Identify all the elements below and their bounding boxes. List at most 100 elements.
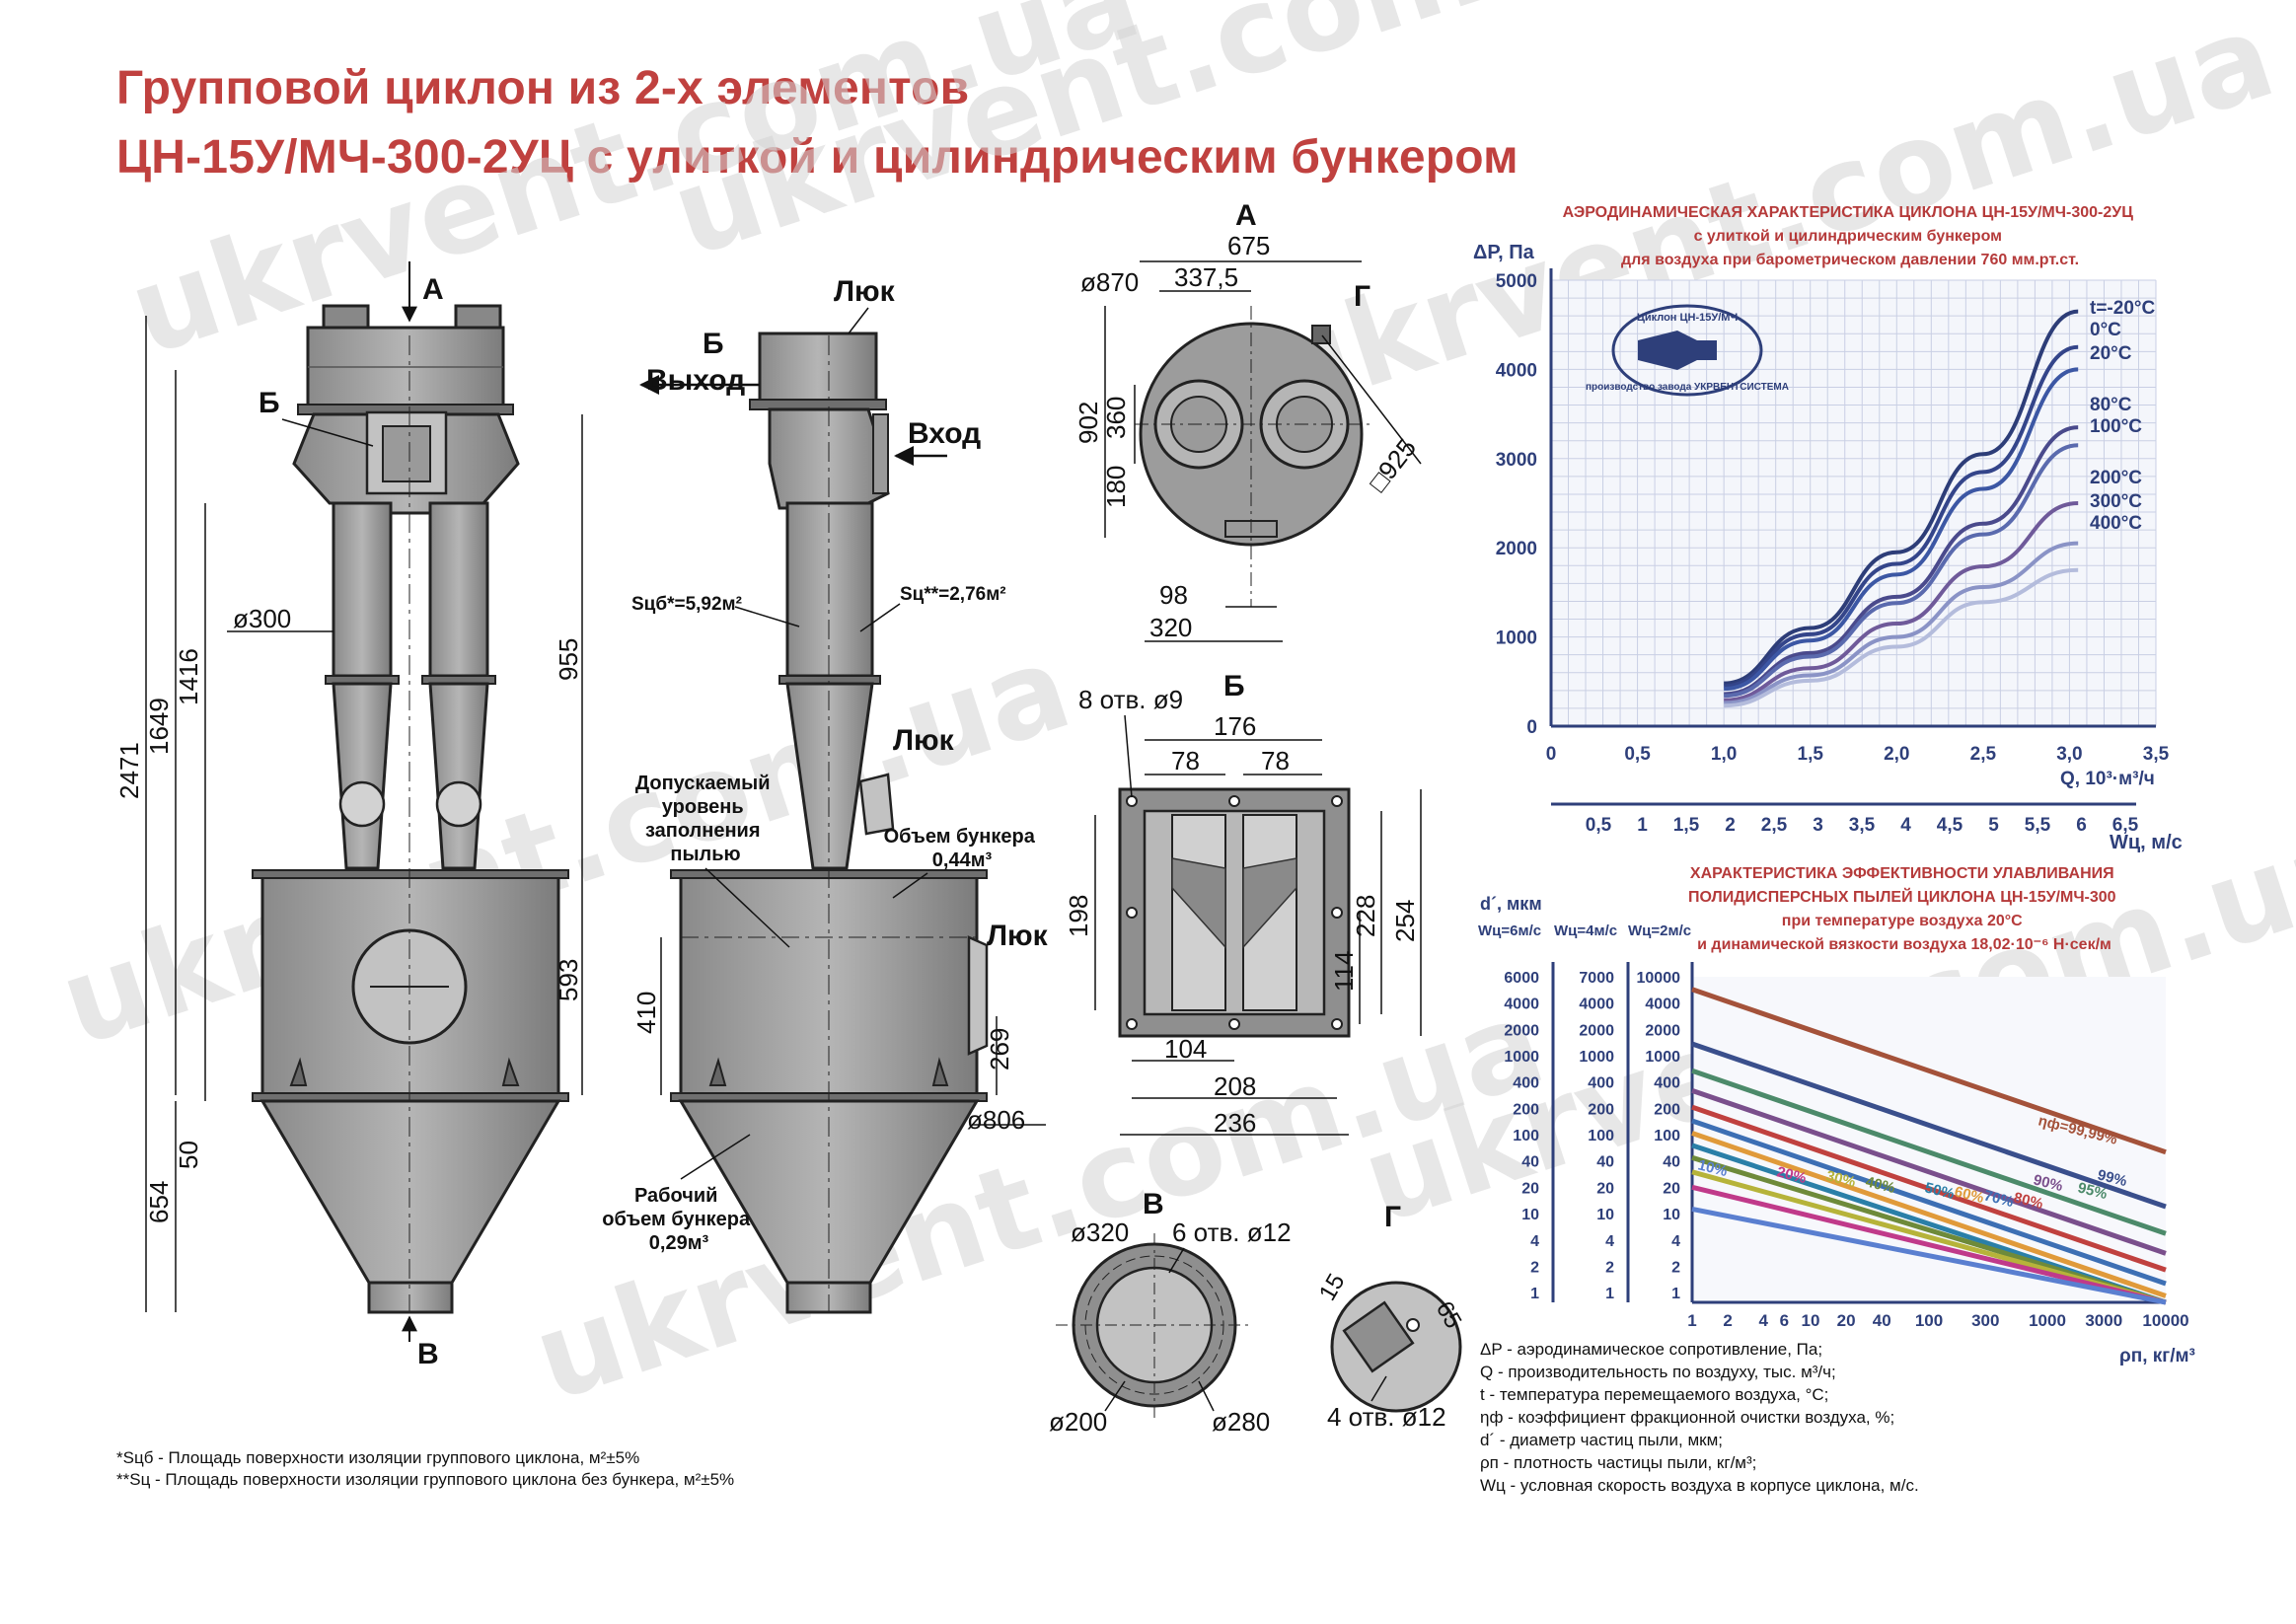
dim-654: 654: [144, 1181, 174, 1223]
eff-y-tick-label: 20: [1663, 1180, 1680, 1197]
aero-x-tick-label: 3,0: [2056, 744, 2082, 765]
eff-y-tick-label: 100: [1513, 1128, 1539, 1144]
eff-eta-label: 40%: [1864, 1173, 1896, 1197]
eff-x-tick-label: 20: [1837, 1311, 1856, 1330]
view-a-marker: А: [422, 273, 444, 306]
legend-line: ρп - плотность частицы пыли, кг/м³;: [1480, 1453, 1756, 1472]
work-volume-label: Рабочий объем бункера 0,29м³: [602, 1185, 755, 1254]
dim-198: 198: [1064, 895, 1093, 937]
aero-y-tick-label: 3000: [1496, 450, 1537, 471]
eff-x-tick-label: 6: [1780, 1311, 1789, 1330]
eff-title: ХАРАКТЕРИСТИКА ЭФФЕКТИВНОСТИ УЛАВЛИВАНИЯ…: [1688, 865, 2120, 953]
eff-eta-label: 50%: [1923, 1179, 1956, 1203]
eff-eta-label: 70%: [1982, 1187, 2015, 1211]
dim-208: 208: [1214, 1071, 1256, 1101]
aero-x-tick-label: 0,5: [1624, 744, 1651, 765]
dim-228: 228: [1351, 895, 1380, 937]
page-title-line-1: Групповой циклон из 2-х элементов: [116, 62, 970, 114]
hopper-volume-label: Объем бункера 0,44м³: [884, 826, 1041, 871]
aero-x-tick-label: 1,0: [1711, 744, 1737, 765]
eff-w4: Wц=4м/с: [1554, 923, 1617, 939]
aero-x2-tick-label: 6: [2076, 815, 2087, 836]
side-b-marker: Б: [703, 328, 724, 360]
view-v-marker: В: [417, 1338, 439, 1370]
eff-y-tick-label: 20: [1596, 1180, 1614, 1197]
eff-x-tick-label: 1: [1687, 1311, 1696, 1330]
dim-d320-v: ø320: [1071, 1218, 1129, 1247]
aero-series-label: 300°С: [2090, 491, 2142, 512]
eff-y-tick-label: 10: [1521, 1207, 1539, 1223]
symbol-legend: ΔP - аэродинамическое сопротивление, Па;…: [1480, 1340, 1919, 1495]
eff-y-tick-label: 400: [1654, 1075, 1680, 1092]
eff-y-tick-label: 4000: [1504, 997, 1539, 1013]
aero-y-tick-label: 0: [1526, 717, 1537, 738]
aero-x-tick-label: 2,5: [1970, 744, 1997, 765]
eff-line: [1691, 1184, 2167, 1305]
eff-line: [1691, 1131, 2167, 1298]
dim-d280: ø280: [1212, 1407, 1270, 1437]
eff-eta-label: 80%: [2012, 1189, 2044, 1213]
hatch-label-cone: Люк: [893, 724, 955, 757]
legend-line: t - температура перемещаемого воздуха, °…: [1480, 1385, 1828, 1404]
eff-y-tick-label: 40: [1596, 1154, 1614, 1171]
dim-d300: ø300: [233, 604, 291, 633]
view-a-title: А: [1235, 199, 1257, 232]
view-g-marker: Г: [1354, 280, 1370, 313]
dim-675: 675: [1227, 231, 1270, 260]
aero-curve: [1724, 443, 2079, 699]
dim-2471: 2471: [114, 742, 144, 799]
holes-label-b: 8 отв. ø9: [1078, 685, 1183, 714]
eff-y-tick-label: 40: [1663, 1154, 1680, 1171]
dim-114: 114: [1329, 951, 1359, 992]
aero-x-tick-label: 0: [1546, 744, 1557, 765]
eff-y-tick-label: 4: [1530, 1233, 1539, 1250]
eff-y-tick-label: 200: [1588, 1101, 1614, 1118]
eff-y-tick-label: 4: [1605, 1233, 1614, 1250]
eff-x-tick-label: 1000: [2029, 1311, 2066, 1330]
eff-x-tick-label: 300: [1971, 1311, 1999, 1330]
side-view: Б Выход Вход Люк Люк Люк Sцб*=5,92м² Sц*…: [602, 275, 1049, 1314]
front-view: А В Б ø300 2471 1649 1416 955 593 50 654: [114, 261, 583, 1370]
eff-y-tick-label: 200: [1513, 1101, 1539, 1118]
eff-x-tick-label: 10000: [2142, 1311, 2188, 1330]
eff-y-tick-label: 200: [1654, 1101, 1680, 1118]
eff-line: [1691, 1087, 2167, 1256]
dim-176: 176: [1214, 711, 1256, 741]
dim-180: 180: [1101, 466, 1131, 508]
dust-level-label: Допускаемый уровень заполнения пылью: [635, 773, 776, 865]
surface-nohopper-label: Sц**=2,76м²: [900, 584, 1006, 605]
aero-x2-tick-label: 5,5: [2025, 815, 2051, 836]
dim-98: 98: [1159, 580, 1188, 610]
eff-y-tick-label: 1000: [1504, 1049, 1539, 1066]
hatch-label-hopper: Люк: [987, 920, 1049, 952]
eff-eta-label: 30%: [1824, 1167, 1857, 1191]
eff-chart: ХАРАКТЕРИСТИКА ЭФФЕКТИВНОСТИ УЛАВЛИВАНИЯ…: [1478, 865, 2195, 1366]
eff-eta-label: 10%: [1696, 1156, 1729, 1180]
aero-x2-tick-label: 6,5: [2112, 815, 2139, 836]
eff-line: [1691, 1104, 2167, 1273]
logo-top-text: Циклон ЦН-15У/МЧ: [1637, 312, 1738, 324]
eff-lines: [1691, 987, 2167, 1305]
dim-78b: 78: [1261, 746, 1290, 775]
eff-y-tick-label: 2: [1605, 1259, 1614, 1276]
aero-x-tick-label: 3,5: [2143, 744, 2170, 765]
dim-410: 410: [631, 992, 661, 1034]
eff-eta-label: 95%: [2076, 1179, 2109, 1203]
legend-line: Q - производительность по воздуху, тыс. …: [1480, 1363, 1836, 1381]
eff-y-tick-label: 1000: [1645, 1049, 1680, 1066]
aero-series-label: 400°С: [2090, 513, 2142, 534]
aero-y-tick-label: 5000: [1496, 271, 1537, 292]
aero-x2-tick-label: 4,5: [1937, 815, 1963, 836]
eff-plot-bg: [1692, 977, 2166, 1302]
eff-y-tick-label: 100: [1654, 1128, 1680, 1144]
eff-y-tick-label: 2000: [1579, 1022, 1614, 1039]
eff-w6: Wц=6м/с: [1478, 923, 1541, 939]
eff-y-tick-label: 2000: [1504, 1022, 1539, 1039]
dim-254: 254: [1390, 900, 1420, 942]
eff-y-tick-label: 40: [1521, 1154, 1539, 1171]
eff-line: [1691, 1068, 2167, 1236]
eff-y-tick-label: 2: [1671, 1259, 1680, 1276]
